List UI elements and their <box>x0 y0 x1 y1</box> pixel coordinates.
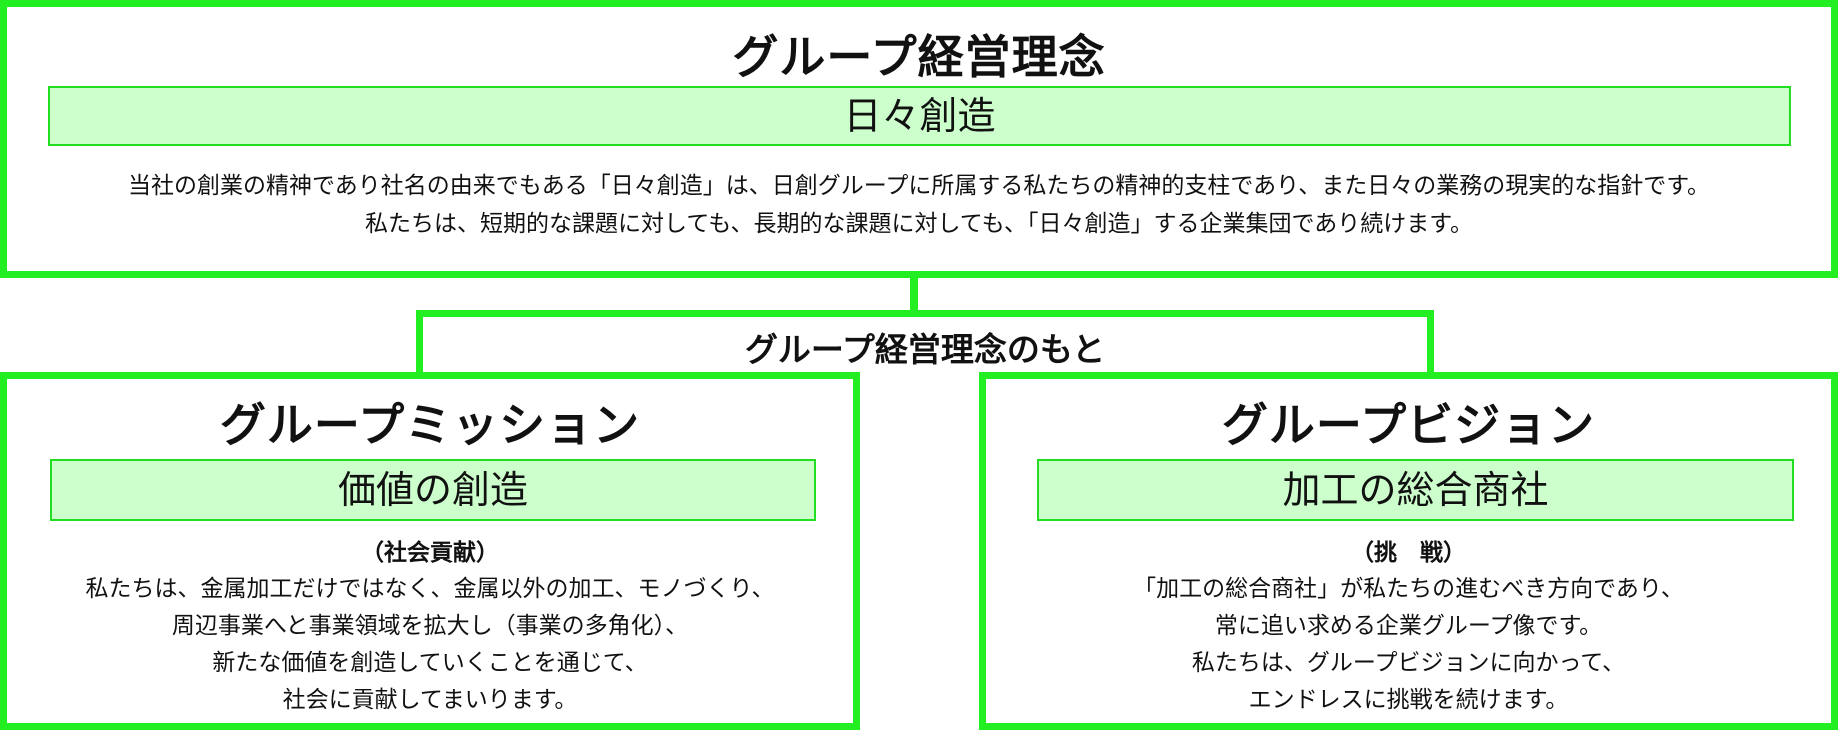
mission-banner: 価値の創造 <box>50 459 816 521</box>
philosophy-text: 当社の創業の精神であり社名の由来でもある「日々創造」は、日創グループに所属する私… <box>7 167 1831 243</box>
mission-line-1: 私たちは、金属加工だけではなく、金属以外の加工、モノづくり、 <box>85 576 775 602</box>
philosophy-line-2: 私たちは、短期的な課題に対しても、長期的な課題に対しても、「日々創造」する企業集… <box>365 211 1473 237</box>
vision-line-4: エンドレスに挑戦を続けます。 <box>1248 687 1569 713</box>
mission-line-2: 周辺事業へと事業領域を拡大し（事業の多角化）、 <box>171 613 689 639</box>
mission-line-4: 社会に貢献してまいります。 <box>282 687 578 713</box>
bridge-label: グループ経営理念のもと <box>744 330 1106 369</box>
vision-line-2: 常に追い求める企業グループ像です。 <box>1214 613 1603 639</box>
philosophy-title: グループ経営理念 <box>732 30 1106 84</box>
philosophy-panel: グループ経営理念 日々創造 当社の創業の精神であり社名の由来でもある「日々創造」… <box>0 0 1838 278</box>
mission-subheading: （社会貢献） <box>361 539 499 566</box>
mission-text: （社会貢献） 私たちは、金属加工だけではなく、金属以外の加工、モノづくり、 周辺… <box>7 534 853 719</box>
philosophy-banner: 日々創造 <box>48 86 1791 146</box>
mission-title: グループミッション <box>219 398 641 452</box>
bridge-frame: グループ経営理念のもと <box>416 310 1434 375</box>
mission-line-3: 新たな価値を創造していくことを通じて、 <box>212 650 648 676</box>
vision-line-1: 「加工の総合商社」が私たちの進むべき方向であり、 <box>1133 576 1684 602</box>
vision-title: グループビジョン <box>1221 398 1596 452</box>
vision-text: （挑 戦） 「加工の総合商社」が私たちの進むべき方向であり、 常に追い求める企業… <box>986 534 1831 719</box>
philosophy-line-1: 当社の創業の精神であり社名の由来でもある「日々創造」は、日創グループに所属する私… <box>128 173 1710 199</box>
vision-line-3: 私たちは、グループビジョンに向かって、 <box>1191 650 1626 676</box>
vision-banner: 加工の総合商社 <box>1037 459 1794 521</box>
vision-subheading: （挑 戦） <box>1351 539 1466 566</box>
vision-panel: グループビジョン 加工の総合商社 （挑 戦） 「加工の総合商社」が私たちの進むべ… <box>979 372 1838 730</box>
vertical-connector <box>910 276 918 312</box>
mission-panel: グループミッション 価値の創造 （社会貢献） 私たちは、金属加工だけではなく、金… <box>0 372 860 730</box>
